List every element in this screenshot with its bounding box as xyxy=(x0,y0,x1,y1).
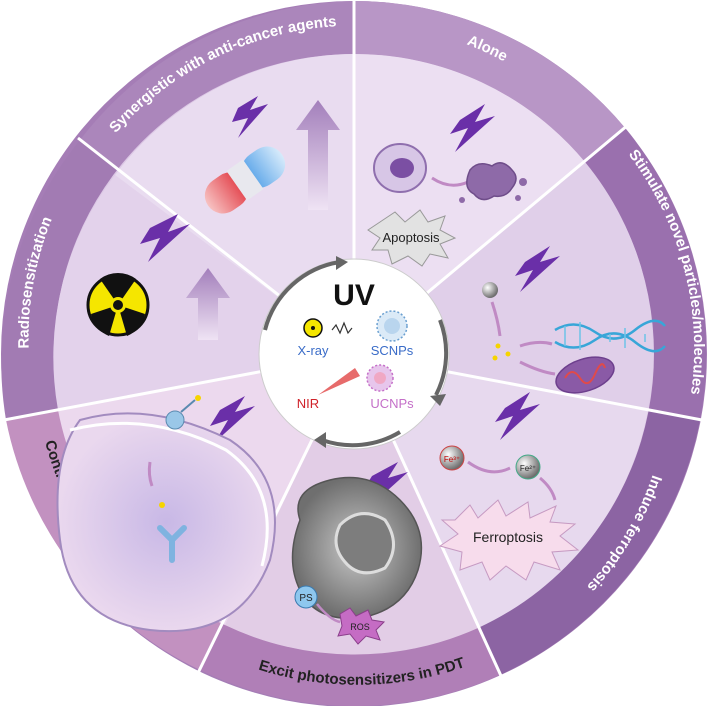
particle-icon xyxy=(482,282,498,298)
xray-label: X-ray xyxy=(297,343,329,358)
fe2-label: Fe²⁺ xyxy=(520,464,536,473)
ps-label: PS xyxy=(299,593,313,604)
nucleus-icon xyxy=(334,512,395,575)
increase-arrow-icon xyxy=(296,100,340,210)
transition-arrow xyxy=(431,176,469,187)
xray-icon xyxy=(303,318,323,338)
lightning-bolt-icon xyxy=(450,104,495,152)
scnps-icon xyxy=(376,310,408,342)
radiosensitization-illustration xyxy=(86,214,230,340)
ros-label: ROS xyxy=(350,622,370,632)
lightning-bolt-icon xyxy=(232,96,268,138)
drug-molecule-icon xyxy=(159,502,165,508)
nir-beam-icon xyxy=(318,368,360,395)
lightning-bolt-icon xyxy=(210,396,255,442)
ps-molecule-icon xyxy=(294,585,318,609)
alone-illustration: Apoptosis xyxy=(367,104,527,267)
increase-arrow-icon xyxy=(186,268,230,340)
pill-icon xyxy=(204,146,286,214)
lightning-bolt-icon xyxy=(140,214,190,262)
fe2-ion-icon xyxy=(515,454,541,480)
lightning-bolt-icon xyxy=(362,462,408,508)
center-disc xyxy=(258,258,450,450)
uv-title: UV xyxy=(333,279,375,312)
ucnps-icon xyxy=(366,364,394,392)
lightning-bolt-icon xyxy=(495,392,540,440)
cell-membrane xyxy=(56,412,276,633)
cycle-arrow xyxy=(321,430,402,448)
apoptotic-cell-icon xyxy=(466,162,517,201)
drug-release-illustration xyxy=(56,395,276,633)
lightning-bolt-icon xyxy=(515,246,560,292)
pdt-illustration: PS ROS xyxy=(291,462,423,645)
receptor-icon xyxy=(157,525,187,563)
stimulate-illustration xyxy=(482,246,666,394)
apoptosis-label: Apoptosis xyxy=(382,230,440,245)
ferroptosis-label: Ferroptosis xyxy=(473,529,543,545)
ferroptosis-burst xyxy=(438,499,580,581)
carrier-icon xyxy=(165,410,185,430)
ros-burst xyxy=(337,607,386,645)
cycle-arrow xyxy=(434,319,449,396)
cycle-arrow xyxy=(263,260,341,331)
sector-ferroptosis xyxy=(354,354,648,628)
synergy-illustration xyxy=(204,96,340,214)
ucnps-label: UCNPs xyxy=(370,396,414,411)
apoptosis-burst xyxy=(367,209,457,267)
center-panel: UV X-ray SCNPs NIR UCNPs xyxy=(258,256,450,450)
dna-icon xyxy=(554,319,666,340)
fe3-label: Fe³⁺ xyxy=(444,455,460,464)
nir-label: NIR xyxy=(297,396,319,411)
ferroptosis-illustration: Fe³⁺ Fe²⁺ Ferroptosis xyxy=(438,392,580,581)
radiation-hazard-icon xyxy=(86,273,150,337)
scnps-label: SCNPs xyxy=(371,343,414,358)
wave-icon xyxy=(331,321,353,335)
fe3-ion-icon xyxy=(439,445,465,471)
